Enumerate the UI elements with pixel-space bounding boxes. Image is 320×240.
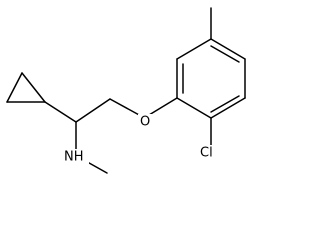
ch-to-ch2-bond bbox=[75, 98, 111, 123]
cyclopropyl-to-ch-bond bbox=[44, 101, 77, 123]
ch2-to-oxygen-bond bbox=[109, 98, 142, 117]
benzene-bond-5 bbox=[210, 97, 246, 119]
chemical-structure-canvas: O NH Cl bbox=[6, 7, 246, 174]
benzene-inner-bond-top-right bbox=[210, 45, 240, 63]
nitrogen-label-background bbox=[63, 149, 89, 164]
chlorine-atom-label: Cl bbox=[200, 146, 213, 161]
benzene-bond-2 bbox=[176, 38, 212, 60]
oxygen-to-ring-bond bbox=[148, 97, 178, 116]
benzene-inner-bond-bottom-right bbox=[210, 95, 240, 113]
oxygen-atom-label: O bbox=[140, 115, 150, 130]
benzene-bond-6 bbox=[176, 97, 212, 119]
benzene-bond-3 bbox=[210, 38, 246, 60]
oxygen-label-background bbox=[138, 114, 152, 128]
chlorine-label-background bbox=[198, 145, 225, 161]
chemical-structure-diagram: O NH Cl bbox=[6, 7, 246, 174]
nitrogen-atom-label: NH bbox=[64, 150, 84, 165]
cyclopropyl-bond-left bbox=[6, 72, 23, 103]
cyclopropyl-bond-top bbox=[21, 72, 46, 103]
